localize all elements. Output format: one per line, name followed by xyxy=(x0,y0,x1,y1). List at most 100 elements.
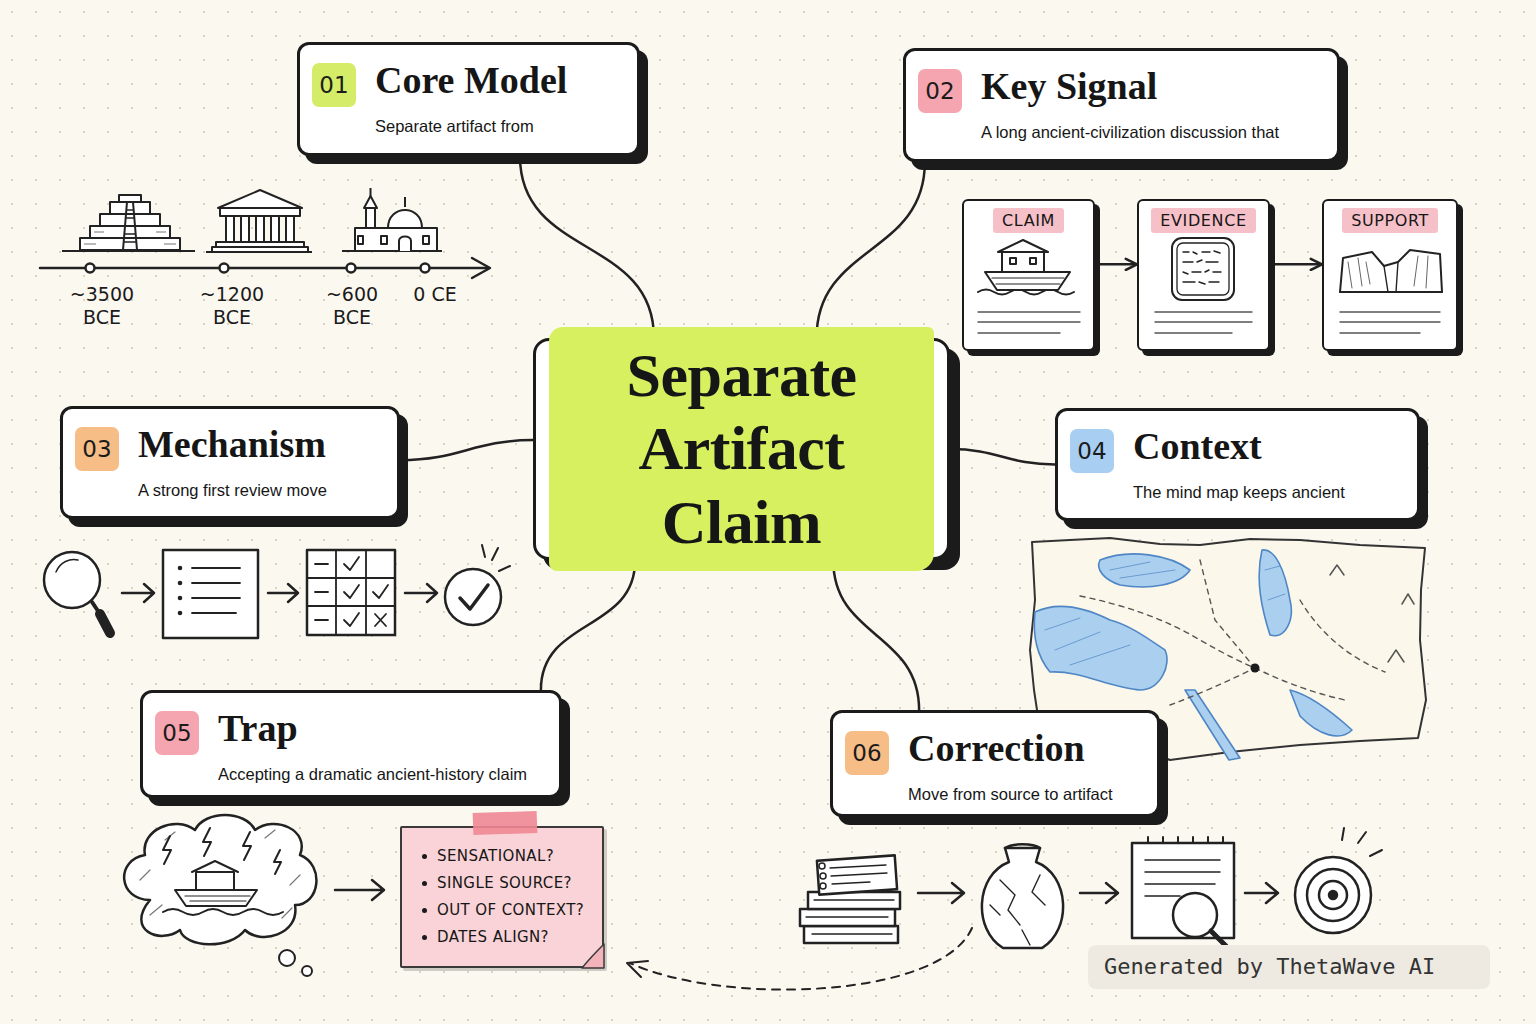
ziggurat-icon xyxy=(119,195,141,202)
branch-connector xyxy=(833,560,919,710)
timeline-date: ~600 BCE xyxy=(312,283,392,329)
region-map xyxy=(1080,560,1385,705)
temple-icon xyxy=(226,216,234,242)
sticky-note: SENSATIONAL?SINGLE SOURCE?OUT OF CONTEXT… xyxy=(400,826,604,968)
temple-icon xyxy=(206,190,312,252)
topic-description: Separate artifact from xyxy=(375,115,534,137)
callout-number: 04 xyxy=(1070,429,1114,473)
review-steps-illustration xyxy=(178,566,183,571)
source-to-artifact-illustration xyxy=(1329,891,1337,899)
topic-description: Move from source to artifact xyxy=(908,783,1113,805)
review-steps-illustration xyxy=(122,584,154,602)
region-map xyxy=(1300,600,1385,672)
topic-heading: Trap xyxy=(218,705,298,751)
review-steps-illustration xyxy=(56,560,78,573)
source-to-artifact-illustration xyxy=(817,855,897,894)
ark-sketch xyxy=(978,240,1080,333)
temple-icon xyxy=(256,216,264,242)
thought-cloud xyxy=(192,861,238,872)
source-to-artifact-illustration xyxy=(820,883,826,889)
review-steps-illustration xyxy=(405,584,437,602)
branch-connector xyxy=(520,156,654,338)
ark-sketch xyxy=(978,312,1080,333)
source-to-artifact-illustration xyxy=(819,863,825,869)
region-map xyxy=(1290,690,1352,736)
temple-icon xyxy=(241,216,249,242)
region-map xyxy=(1034,607,1167,690)
topic-description: A long ancient-civilization discussion t… xyxy=(981,121,1279,143)
central-title: Separate Artifact Claim xyxy=(549,327,934,570)
cliff-sketch xyxy=(1384,262,1398,292)
clay-tablet-sketch xyxy=(1155,312,1252,333)
temple-icon xyxy=(220,208,300,216)
ziggurat-icon xyxy=(84,232,176,244)
timeline-date: ~1200 BCE xyxy=(192,283,272,329)
mosque-icon xyxy=(355,228,437,251)
region-map xyxy=(1200,560,1255,668)
temple-icon xyxy=(286,216,294,242)
region-map xyxy=(1045,562,1285,665)
callout-number: 06 xyxy=(845,731,889,775)
topic-card: 04ContextThe mind map keeps ancient xyxy=(1055,408,1420,521)
source-to-artifact-illustration xyxy=(806,900,894,934)
timeline-axis xyxy=(347,264,356,273)
region-map xyxy=(1251,664,1260,673)
thought-cloud xyxy=(175,890,257,906)
timeline-axis xyxy=(421,264,430,273)
checklist-item: DATES ALIGN? xyxy=(420,924,592,951)
thought-cloud xyxy=(302,966,312,976)
clay-tablet-sketch xyxy=(1172,238,1234,300)
review-steps-illustration xyxy=(445,569,501,625)
sticky-note-details xyxy=(582,944,604,968)
evidence-step-card: SUPPORT xyxy=(1322,199,1458,351)
clay-tablet-sketch xyxy=(1155,238,1252,333)
timeline-axis xyxy=(40,258,490,278)
topic-description: Accepting a dramatic ancient-history cla… xyxy=(218,763,527,785)
source-to-artifact-illustration xyxy=(627,961,648,977)
topic-heading: Core Model xyxy=(375,57,567,103)
thought-cloud xyxy=(279,950,295,966)
thought-cloud xyxy=(124,815,384,976)
timeline-date: ~3500 BCE xyxy=(62,283,142,329)
step-tag: CLAIM xyxy=(993,208,1064,233)
source-to-artifact-illustration xyxy=(1295,857,1371,933)
region-map xyxy=(1099,554,1190,587)
ark-sketch xyxy=(978,290,1074,295)
callout-number: 03 xyxy=(75,427,119,471)
review-steps-illustration xyxy=(44,552,100,608)
source-to-artifact-illustration xyxy=(820,873,826,879)
evidence-step-card: CLAIM xyxy=(962,199,1095,351)
callout-number: 05 xyxy=(155,711,199,755)
review-steps-illustration xyxy=(460,585,488,609)
region-map xyxy=(1185,690,1240,760)
source-to-artifact-illustration xyxy=(1005,844,1040,848)
temple-icon xyxy=(271,216,279,242)
cliff-sketch xyxy=(1348,256,1428,288)
topic-heading: Context xyxy=(1133,423,1262,469)
callout-number: 01 xyxy=(312,63,356,107)
review-steps-illustration xyxy=(307,550,395,635)
cliff-sketch xyxy=(1340,250,1442,333)
source-to-artifact-illustration xyxy=(918,883,964,903)
timeline-axis xyxy=(472,258,490,278)
topic-heading: Correction xyxy=(908,725,1085,771)
branch-connector xyxy=(817,162,925,338)
review-steps-illustration xyxy=(163,550,258,638)
mosque-icon xyxy=(358,236,363,244)
ziggurat-icon xyxy=(124,210,136,242)
flow-arrow xyxy=(1270,263,1322,266)
mosque-icon xyxy=(404,197,406,207)
timeline-axis xyxy=(220,264,229,273)
region-map xyxy=(1330,565,1414,662)
checklist-item: SENSATIONAL? xyxy=(420,843,592,870)
review-steps-illustration xyxy=(307,550,395,635)
region-map xyxy=(1045,562,1285,665)
region-map xyxy=(1330,565,1414,662)
timeline-date: 0 CE xyxy=(405,283,465,306)
review-steps-illustration xyxy=(315,564,328,620)
ark-sketch xyxy=(1010,258,1016,264)
mosque-icon xyxy=(381,236,387,244)
ziggurat-icon xyxy=(110,202,150,214)
central-topic-box: Separate Artifact Claim xyxy=(533,338,950,560)
source-to-artifact-illustration xyxy=(1145,860,1220,896)
